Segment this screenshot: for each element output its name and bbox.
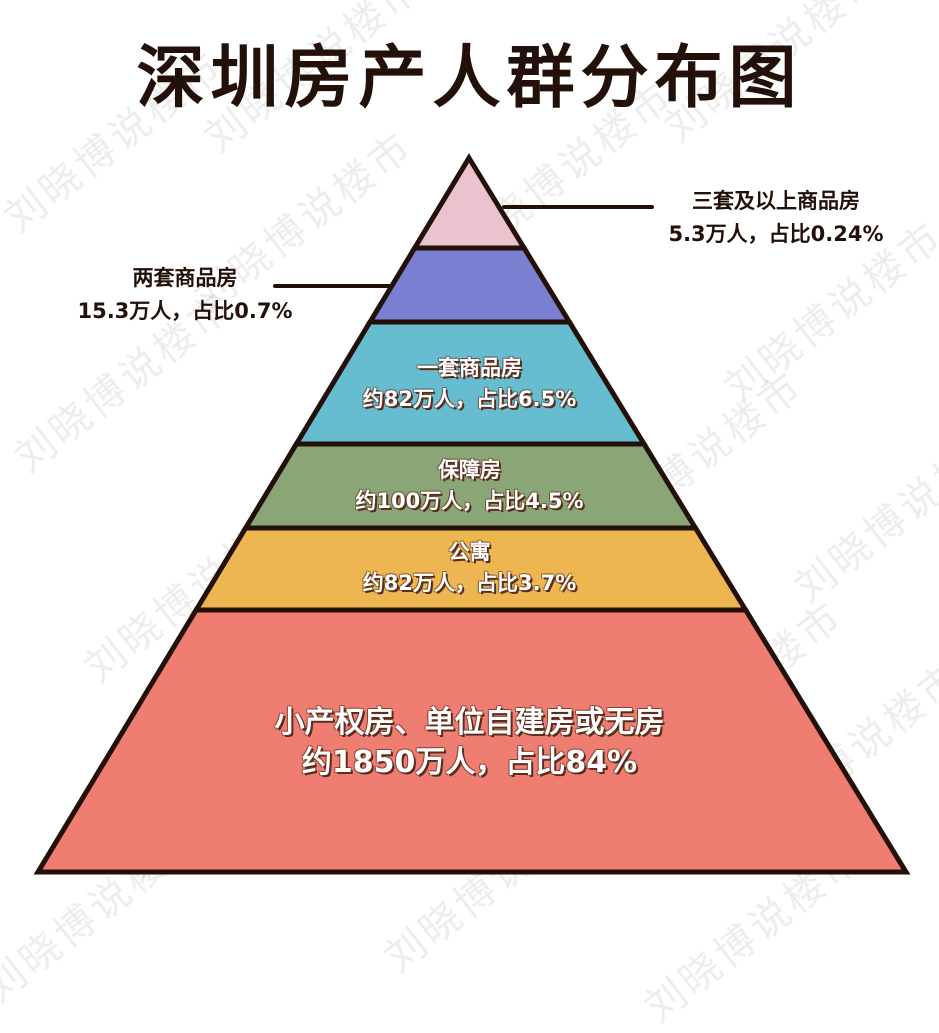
layer-label-one-home: 一套商品房 约82万人，占比6.5%: [0, 353, 939, 415]
callout-two-homes-value: 15.3万人，占比0.7%: [77, 299, 293, 323]
layer-affordable-value: 约100万人，占比4.5%: [355, 489, 584, 513]
layer-label-affordable: 保障房 约100万人，占比4.5%: [0, 455, 939, 517]
layer-base-name: 小产权房、单位自建房或无房: [274, 705, 665, 740]
layer-label-base: 小产权房、单位自建房或无房 约1850万人，占比84%: [0, 703, 939, 783]
page-title: 深圳房产人群分布图: [136, 39, 803, 118]
pyramid-layer-top-tier: [410, 153, 529, 251]
callout-two-homes: 两套商品房 15.3万人，占比0.7%: [40, 262, 330, 328]
callout-top-tier-value: 5.3万人，占比0.24%: [668, 222, 884, 246]
layer-base-value: 约1850万人，占比84%: [301, 745, 638, 780]
layer-one-home-name: 一套商品房: [417, 356, 522, 380]
layer-label-apartment: 公寓 约82万人，占比3.7%: [0, 537, 939, 599]
pyramid-layer-two-homes: [365, 245, 574, 325]
callout-top-tier-name: 三套及以上商品房: [692, 189, 860, 213]
layer-one-home-value: 约82万人，占比6.5%: [362, 387, 577, 411]
callout-top-tier: 三套及以上商品房 5.3万人，占比0.24%: [636, 185, 916, 251]
pyramid-layer-base: [33, 607, 911, 875]
callout-two-homes-name: 两套商品房: [132, 266, 238, 290]
pyramid: [33, 153, 911, 875]
layer-apartment-value: 约82万人，占比3.7%: [362, 571, 577, 595]
layer-apartment-name: 公寓: [448, 540, 491, 564]
layer-affordable-name: 保障房: [438, 458, 501, 482]
